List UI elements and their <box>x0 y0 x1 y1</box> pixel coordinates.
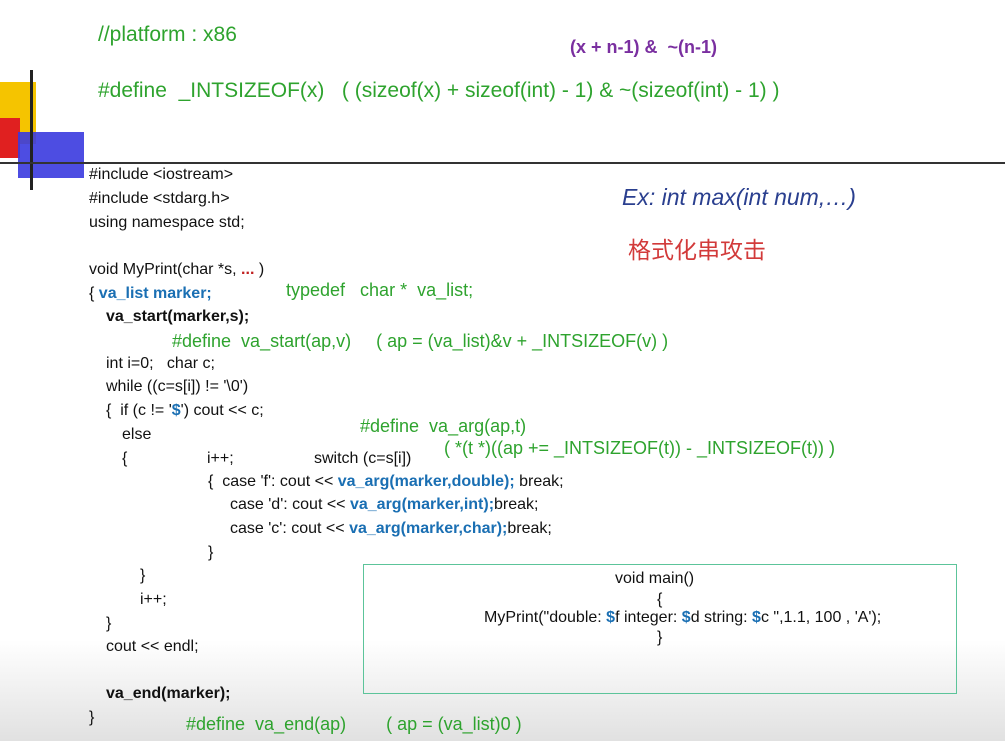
align-expression: (x + n-1) & ~(n-1) <box>570 37 718 57</box>
example-note: Ex: int max(int num,…) <box>622 184 856 210</box>
code-line: case 'c': cout << va_arg(marker,char);br… <box>230 521 552 537</box>
code-text: ') cout << c; <box>180 402 264 419</box>
bottom-shade <box>0 640 1005 741</box>
va-arg-token: va_arg(marker,double); <box>337 473 515 490</box>
va-arg-token: va_arg(marker,char); <box>349 520 508 537</box>
format-string-attack-note: 格式化串攻击 <box>628 238 766 264</box>
main-line: MyPrint("double: $f integer: $d string: … <box>484 610 881 626</box>
code-text: break; <box>507 520 552 537</box>
main-line: void main() <box>615 570 695 587</box>
code-text: ) <box>254 261 265 278</box>
code-line: case 'd': cout << va_arg(marker,int);bre… <box>230 497 539 513</box>
code-line: va_end(marker); <box>106 685 231 702</box>
typedef-annotation: typedef char * va_list; <box>286 280 474 300</box>
va-arg-annotation: #define va_arg(ap,t) <box>360 416 527 436</box>
dollar-token: $ <box>681 609 691 626</box>
va-list-token: va_list marker; <box>98 285 212 302</box>
code-text: case 'd': cout << <box>230 496 350 513</box>
decor-horizontal-line <box>0 162 1005 164</box>
main-function-box: void main() { MyPrint("double: $f intege… <box>363 564 957 694</box>
code-line: va_start(marker,s); <box>106 308 250 325</box>
decor-vertical-line <box>30 70 33 190</box>
code-line: } <box>140 567 146 584</box>
ellipsis-token: ... <box>241 261 255 278</box>
main-text: c ",1.1, 100 , 'A'); <box>760 609 882 626</box>
code-line: switch (c=s[i]) <box>314 450 412 467</box>
code-line: using namespace std; <box>89 214 245 231</box>
code-text: case 'c': cout << <box>230 520 350 537</box>
code-text: { <box>89 285 99 302</box>
va-end-annotation: #define va_end(ap) ( ap = (va_list)0 ) <box>186 714 522 734</box>
code-line: #include <stdarg.h> <box>89 190 230 207</box>
platform-comment: //platform : x86 <box>98 23 237 46</box>
code-text: { case 'f': cout << <box>208 473 338 490</box>
main-text: MyPrint("double: <box>484 609 607 626</box>
main-line: } <box>657 629 663 646</box>
dollar-token: $ <box>606 609 616 626</box>
code-text: void MyPrint(char *s, <box>89 261 242 278</box>
code-line: #include <iostream> <box>89 166 234 183</box>
code-text: break; <box>494 496 539 513</box>
code-line: { if (c != '$') cout << c; <box>106 403 264 419</box>
code-line: } <box>106 615 112 632</box>
code-line: i++; <box>140 591 167 608</box>
intsizeof-define: #define _INTSIZEOF(x) ( (sizeof(x) + siz… <box>98 79 780 102</box>
decor-red-block <box>0 118 20 158</box>
code-line: else <box>122 426 152 443</box>
va-start-annotation: #define va_start(ap,v) ( ap = (va_list)&… <box>172 331 669 351</box>
code-line: { va_list marker; <box>89 286 212 302</box>
code-line: i++; <box>207 450 234 467</box>
code-line: } <box>89 709 95 726</box>
va-arg-annotation: ( *(t *)((ap += _INTSIZEOF(t)) - _INTSIZ… <box>444 438 836 458</box>
code-line: void MyPrint(char *s, ... ) <box>89 262 264 278</box>
code-text: { if (c != ' <box>106 402 172 419</box>
main-line: { <box>657 591 663 608</box>
decor-blue-block <box>18 132 84 178</box>
code-line: cout << endl; <box>106 638 199 655</box>
code-line: { case 'f': cout << va_arg(marker,double… <box>208 474 564 490</box>
va-arg-token: va_arg(marker,int); <box>349 496 495 513</box>
code-line: while ((c=s[i]) != '\0') <box>106 378 249 395</box>
code-text: break; <box>514 473 564 490</box>
dollar-token: $ <box>752 609 761 626</box>
dollar-token: $ <box>171 402 181 419</box>
main-text: f integer: <box>615 609 682 626</box>
main-text: d string: <box>690 609 753 626</box>
code-line: int i=0; char c; <box>106 355 215 372</box>
code-line: { <box>122 450 128 467</box>
code-line: } <box>208 544 214 561</box>
